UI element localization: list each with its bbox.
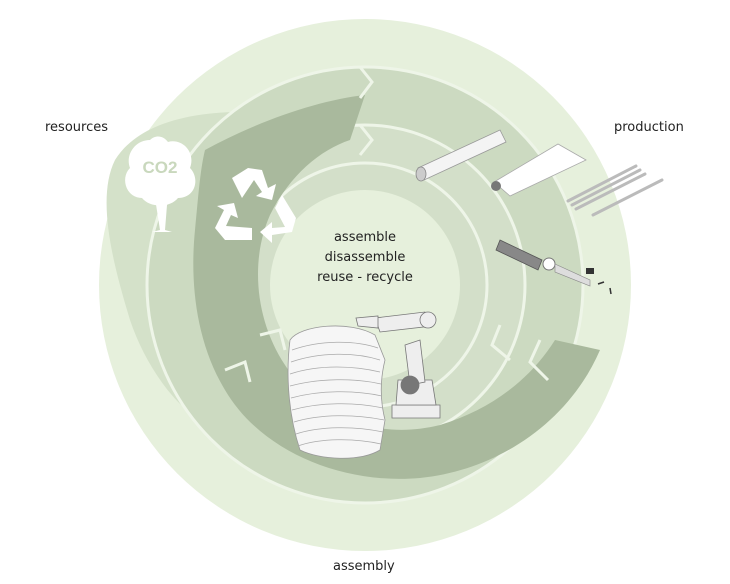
robot-arm-icon xyxy=(355,311,441,419)
label-resources: resources xyxy=(45,120,109,135)
tree-co2-icon xyxy=(125,136,196,232)
center-line-reuse-recycle: reuse - recycle xyxy=(317,270,413,285)
strips-icon xyxy=(566,164,664,217)
label-assembly: assembly xyxy=(333,559,395,574)
tree-co2-text: CO2 xyxy=(142,158,178,177)
center-line-assemble: assemble xyxy=(333,230,397,245)
recycle-icon xyxy=(215,168,296,243)
label-production: production xyxy=(614,120,684,135)
center-text: assemble disassemble reuse - recycle xyxy=(290,228,440,288)
extrusion-icon xyxy=(495,239,612,295)
veneer-roll-icon xyxy=(491,143,587,197)
sculpture-icon xyxy=(287,325,386,459)
center-line-disassemble: disassemble xyxy=(324,250,406,265)
timber-log-icon xyxy=(415,129,507,182)
